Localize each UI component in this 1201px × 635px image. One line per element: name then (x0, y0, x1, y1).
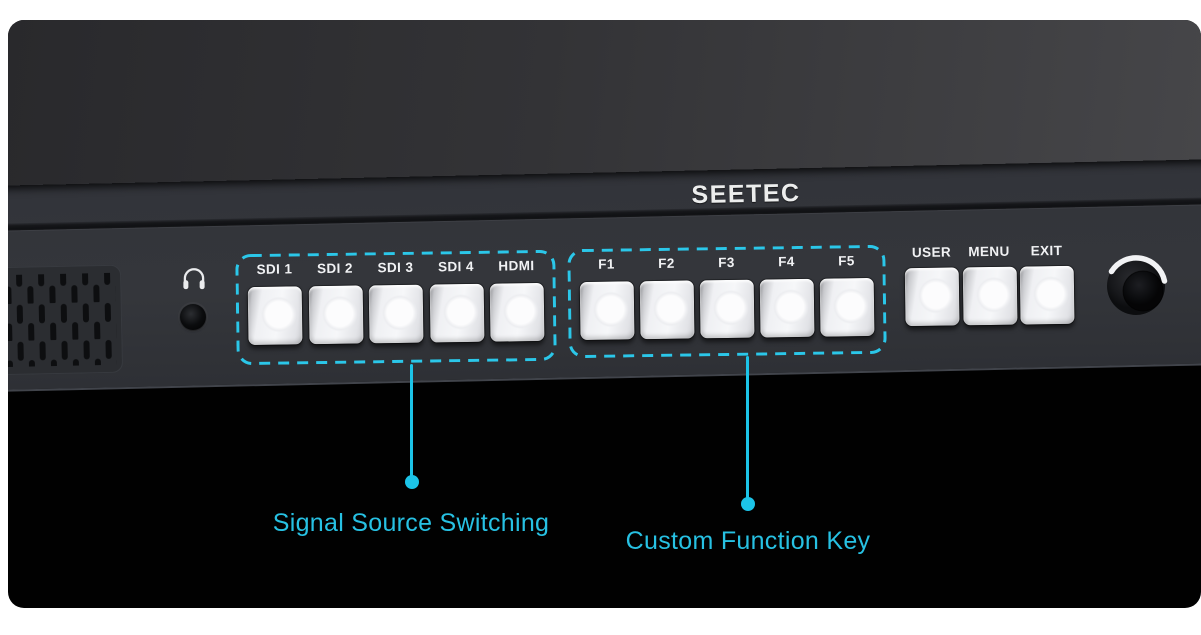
bezel-groove (8, 196, 1201, 231)
key-label: SDI 1 (256, 261, 293, 277)
sdi1-key (247, 286, 303, 346)
key-label: SDI 4 (437, 258, 474, 275)
sdi2-key (308, 285, 363, 345)
signal-callout-line (404, 364, 419, 489)
headphone-jack (180, 304, 206, 330)
key-label: MENU (968, 243, 1010, 260)
sdi4-key (429, 283, 484, 343)
f5-key (819, 277, 875, 337)
exit-key (1019, 265, 1075, 325)
key-label: SDI 2 (316, 260, 353, 277)
monitor-photo: SEETEC SDI 1 SDI 2 SDI 3 SDI 4 HDMI (8, 20, 1201, 608)
hdmi-key (489, 282, 545, 342)
signal-key-group: SDI 1 SDI 2 SDI 3 SDI 4 HDMI (235, 249, 557, 366)
key-label: F5 (838, 253, 855, 269)
signal-callout-dot (404, 475, 419, 489)
key-label: F3 (718, 254, 735, 271)
key-label: SDI 3 (377, 259, 414, 276)
menu-key (962, 266, 1018, 326)
user-key (904, 267, 960, 327)
brand-logo: SEETEC (691, 178, 801, 210)
function-callout-dot (740, 497, 755, 511)
speaker-grille-icon (8, 264, 123, 376)
signal-group-caption: Signal Source Switching (272, 509, 550, 537)
key-label: F1 (598, 256, 615, 272)
function-key-group: F1 F2 F3 F4 F5 (567, 245, 887, 358)
f2-key (639, 280, 695, 340)
f4-key (759, 278, 815, 338)
function-callout-line (740, 356, 755, 511)
key-label: F4 (778, 254, 795, 270)
key-label: HDMI (498, 258, 535, 274)
key-label: USER (911, 244, 952, 261)
function-group-caption: Custom Function Key (625, 527, 871, 555)
sdi3-key (368, 284, 424, 344)
key-label: EXIT (1030, 242, 1063, 259)
menu-key-group: USER MENU EXIT (904, 241, 1075, 333)
key-label: F2 (658, 255, 675, 271)
rotary-knob (1107, 255, 1168, 315)
f3-key (699, 279, 755, 339)
headphone-icon (183, 268, 205, 290)
f1-key (579, 281, 635, 341)
